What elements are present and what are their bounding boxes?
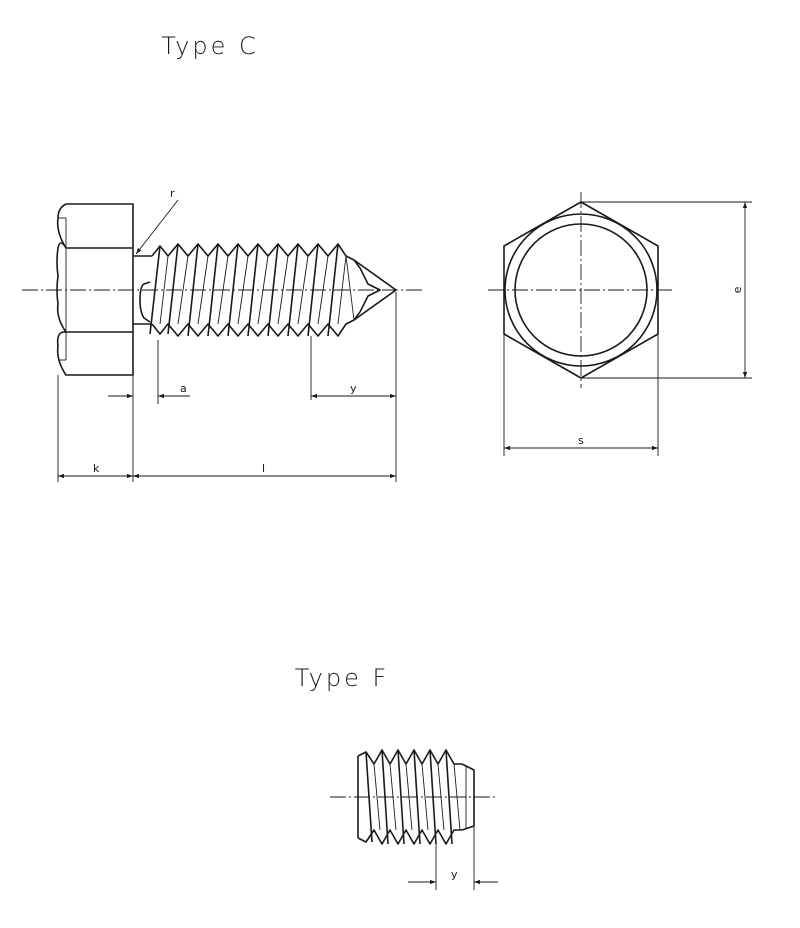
type-c-end-view: e s [488, 192, 752, 456]
type-f-title: Type F [295, 664, 390, 692]
dim-l-label: l [262, 462, 265, 475]
type-f-view: y [330, 749, 498, 890]
dim-y-c-label: y [350, 382, 357, 395]
radius-leader [135, 199, 179, 255]
dim-y-f-label: y [451, 868, 458, 881]
dim-k-label: k [93, 462, 100, 475]
dim-e-label: e [731, 286, 744, 293]
chamfer-circle [504, 213, 658, 367]
thread-body [133, 243, 397, 337]
dim-a-label: a [180, 382, 187, 395]
type-c-side-view: r a y k l [22, 187, 422, 482]
dim-r-label: r [170, 187, 175, 200]
hex-head-side [56, 203, 134, 376]
dim-s-label: s [578, 434, 584, 447]
bearing-face-circle [514, 223, 648, 357]
type-c-title: Type C [161, 32, 259, 60]
